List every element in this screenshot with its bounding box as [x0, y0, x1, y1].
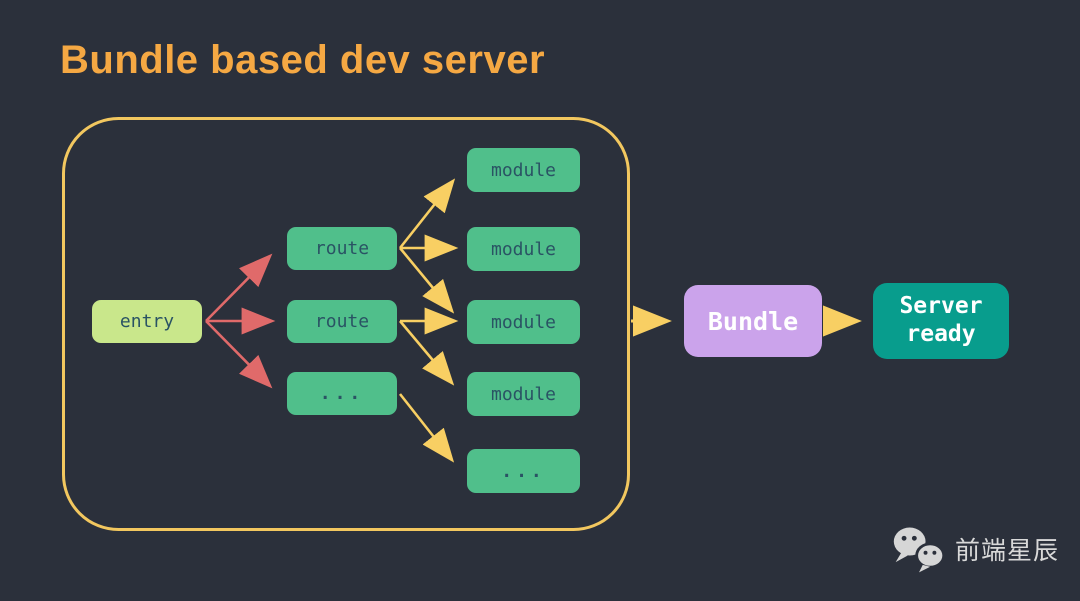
node-module-3: module — [467, 300, 580, 344]
node-module-4-label: module — [490, 383, 557, 405]
node-module-more: ... — [467, 449, 580, 493]
page-title: Bundle based dev server — [60, 38, 546, 82]
route-arrows — [398, 178, 459, 463]
node-entry-label: entry — [119, 311, 175, 332]
brand-footer: 前端星辰 — [891, 524, 1059, 574]
arrow-route1-to-module1 — [398, 178, 456, 249]
node-route-more-label: ... — [319, 383, 365, 404]
node-route-1-label: route — [314, 238, 370, 259]
node-module-4: module — [467, 372, 580, 416]
node-server-ready-label: Server ready — [899, 293, 983, 347]
node-module-1: module — [467, 148, 580, 192]
node-module-2-label: module — [490, 238, 557, 260]
node-module-1-label: module — [490, 159, 557, 181]
node-entry: entry — [92, 300, 202, 343]
wechat-icon — [893, 527, 946, 573]
node-route-2: route — [287, 300, 397, 343]
node-module-2: module — [467, 227, 580, 271]
node-module-more-label: ... — [501, 460, 546, 482]
node-route-1: route — [287, 227, 397, 270]
node-bundle: Bundle — [684, 285, 822, 357]
arrow-route2-to-module4 — [399, 320, 455, 386]
entry-arrows — [205, 253, 276, 389]
arrow-route1-to-module3 — [398, 247, 455, 314]
arrow-route-more-to-module-more — [398, 393, 455, 463]
node-route-2-label: route — [314, 311, 370, 332]
node-route-more: ... — [287, 372, 397, 415]
arrow-entry-to-route-more — [205, 320, 273, 389]
node-server-ready: Server ready — [873, 283, 1009, 359]
node-module-3-label: module — [490, 311, 557, 333]
arrow-entry-to-route-1 — [205, 253, 273, 322]
dev-server-container-border — [62, 117, 630, 531]
brand-name: 前端星辰 — [955, 536, 1060, 565]
node-bundle-label: Bundle — [707, 306, 799, 336]
